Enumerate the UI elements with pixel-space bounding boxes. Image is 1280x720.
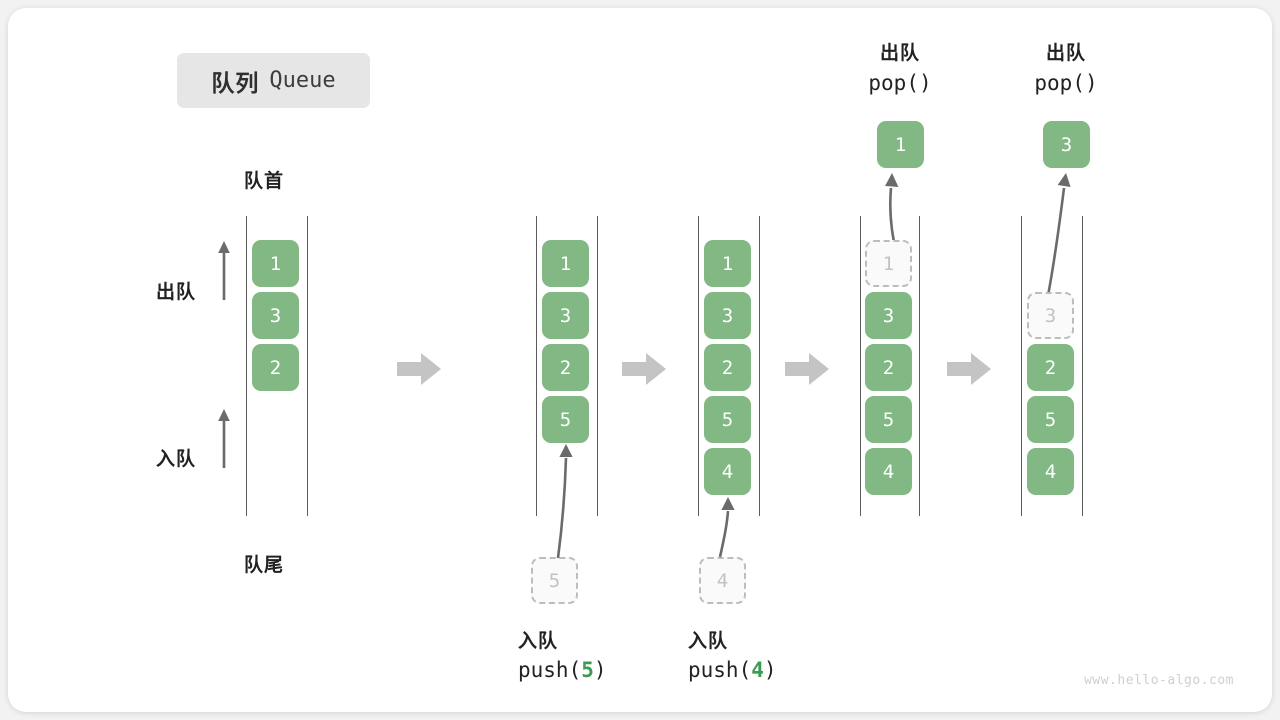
push-label-5-line2: push(5): [518, 655, 718, 685]
queue-cell: 5: [542, 396, 589, 443]
title-cn: 队列: [211, 69, 260, 96]
push-4-call-suffix: ): [763, 658, 777, 682]
pop-label-1: 出队 pop(): [810, 40, 990, 98]
queue-cell: 3: [252, 292, 299, 339]
queue-rail-left-4: [860, 216, 861, 516]
push-5-call-prefix: push(: [518, 658, 582, 682]
pop-label-3-line2: pop(): [1034, 71, 1098, 95]
label-enqueue: 入队: [156, 449, 197, 470]
step-arrow-2: [622, 353, 666, 385]
push-label-4: 入队 push(4): [688, 629, 888, 685]
popped-cell-1: 1: [877, 121, 924, 168]
push-label-4-line1: 入队: [688, 631, 729, 652]
pop-label-3-line1: 出队: [1045, 43, 1086, 64]
queue-cell: 5: [704, 396, 751, 443]
step-arrow-1: [397, 353, 441, 385]
queue-cell: 3: [865, 292, 912, 339]
queue-rail-left-3: [698, 216, 699, 516]
push-4-call-prefix: push(: [688, 658, 752, 682]
queue-cell: 1: [252, 240, 299, 287]
queue-rail-right-3: [759, 216, 760, 516]
title-en: Queue: [269, 68, 336, 93]
pop-arrow-3: [1044, 173, 1071, 307]
push-4-call-value: 4: [751, 658, 764, 682]
queue-rail-left-1: [246, 216, 247, 516]
popped-cell-3: 3: [1043, 121, 1090, 168]
queue-cell: 2: [542, 344, 589, 391]
pop-label-1-line2: pop(): [868, 71, 932, 95]
watermark: www.hello-algo.com: [1084, 673, 1234, 688]
step-arrow-3: [785, 353, 829, 385]
diagram-card: 队列 Queue 队首 队尾 出队 入队 1 3 2 1 3 2 5 5 入队 push(…: [8, 8, 1272, 712]
queue-rail-right-2: [597, 216, 598, 516]
enqueue-direction-arrow: [218, 409, 230, 468]
queue-cell: 3: [704, 292, 751, 339]
dequeue-direction-arrow: [218, 241, 230, 300]
queue-cell-ghost: 3: [1027, 292, 1074, 339]
step-arrow-4: [947, 353, 991, 385]
queue-cell: 4: [704, 448, 751, 495]
incoming-ghost-cell-5: 5: [531, 557, 578, 604]
queue-cell: 2: [252, 344, 299, 391]
push-5-call-suffix: ): [593, 658, 607, 682]
push-arrow-5: [556, 444, 573, 559]
pop-label-3: 出队 pop(): [976, 40, 1156, 98]
queue-rail-right-5: [1082, 216, 1083, 516]
label-queue-front: 队首: [244, 171, 285, 192]
label-queue-rear: 队尾: [244, 555, 285, 576]
queue-rail-right-4: [919, 216, 920, 516]
label-dequeue: 出队: [156, 282, 197, 303]
push-5-call-value: 5: [581, 658, 594, 682]
queue-cell-ghost: 1: [865, 240, 912, 287]
diagram-title-chip: 队列 Queue: [177, 53, 370, 108]
queue-cell: 2: [704, 344, 751, 391]
queue-cell: 1: [542, 240, 589, 287]
queue-cell: 5: [1027, 396, 1074, 443]
queue-cell: 2: [865, 344, 912, 391]
queue-cell: 2: [1027, 344, 1074, 391]
queue-cell: 1: [704, 240, 751, 287]
queue-cell: 5: [865, 396, 912, 443]
queue-cell: 4: [1027, 448, 1074, 495]
incoming-ghost-cell-4: 4: [699, 557, 746, 604]
queue-rail-right-1: [307, 216, 308, 516]
pop-label-1-line1: 出队: [879, 43, 920, 64]
push-label-5: 入队 push(5): [518, 629, 718, 685]
push-arrow-4: [718, 497, 735, 558]
queue-rail-left-5: [1021, 216, 1022, 516]
queue-cell: 3: [542, 292, 589, 339]
queue-cell: 4: [865, 448, 912, 495]
push-label-4-line2: push(4): [688, 655, 888, 685]
push-label-5-line1: 入队: [518, 631, 559, 652]
queue-rail-left-2: [536, 216, 537, 516]
